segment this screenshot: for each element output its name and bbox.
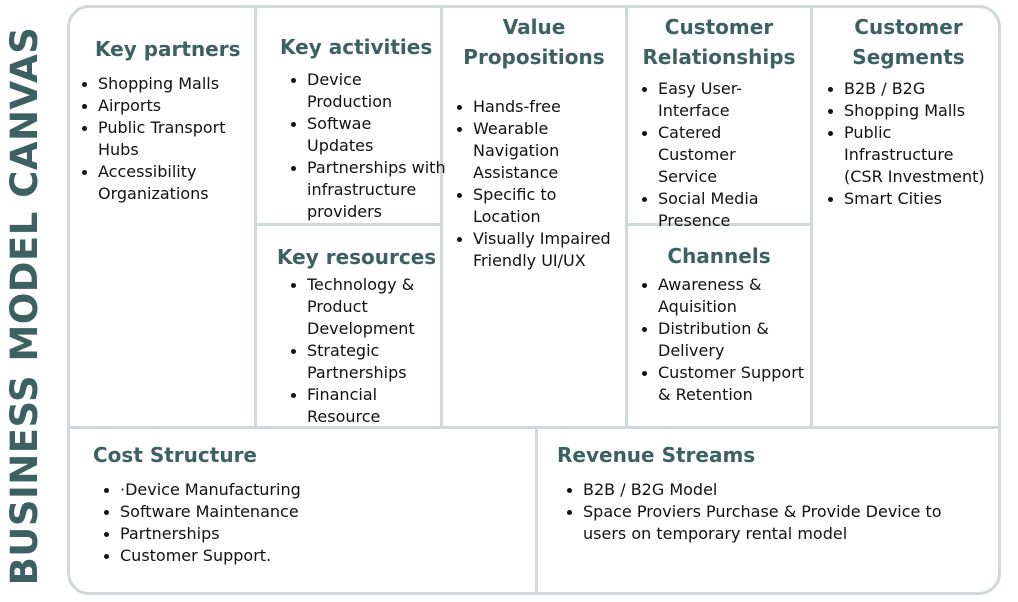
list-item: Partnerships [104,523,535,545]
list-item: B2B / B2G [828,78,998,100]
customer-relationships-list: Easy User-Interface Catered Customer Ser… [628,78,810,232]
divider-relationships-channels [625,223,813,226]
customer-relationships-block: Customer Relationships Easy User-Interfa… [628,8,810,230]
list-item: Financial Resource [291,384,440,428]
list-item: Catered Customer Service [642,122,798,188]
list-item: ·Device Manufacturing [104,479,535,501]
business-model-canvas: Key partners Shopping Malls Airports Pub… [67,5,1001,595]
list-item: Airports [82,95,254,117]
key-activities-list: Device Production Softwae Updates Partne… [277,69,446,223]
list-item: Shopping Malls [828,100,998,122]
key-resources-title: Key resources [277,245,437,269]
value-propositions-title-line2: Propositions [463,45,605,69]
list-item: Hands-free [457,96,625,118]
cost-structure-block: Cost Structure ·Device Manufacturing Sof… [70,429,535,592]
key-activities-block: Key activities Device Production Softwae… [257,8,446,223]
key-resources-list: Technology & Product Development Strateg… [277,274,440,428]
list-item: Wearable Navigation Assistance [457,118,583,184]
value-propositions-title-line1: Value [502,15,566,39]
list-item: Social Media Presence [642,188,768,232]
channels-title: Channels [667,244,771,268]
list-item: Easy User-Interface [642,78,758,122]
divider-cost-revenue [535,426,538,592]
customer-segments-block: Customer Segments B2B / B2G Shopping Mal… [813,8,998,426]
list-item: Space Proviers Purchase & Provide Device… [567,501,953,545]
list-item: Device Production [291,69,440,113]
customer-relationships-title-line1: Customer [664,15,774,39]
list-item: Shopping Malls [82,73,254,95]
divider-partners-activities [254,8,257,426]
revenue-streams-list: B2B / B2G Model Space Proviers Purchase … [557,479,998,545]
key-resources-block: Key resources Technology & Product Devel… [257,226,440,426]
list-item: Technology & Product Development [291,274,427,340]
customer-relationships-title-line2: Relationships [642,45,796,69]
list-item: Customer Support. [104,545,535,567]
key-partners-block: Key partners Shopping Malls Airports Pub… [70,8,254,426]
list-item: Software Maintenance [104,501,535,523]
list-item: Public Transport Hubs [82,117,238,161]
channels-block: Channels Awareness & Aquisition Distribu… [628,226,810,426]
list-item: Public Infrastructure (CSR Investment) [828,122,994,188]
key-partners-list: Shopping Malls Airports Public Transport… [70,73,254,205]
list-item: Visually Impaired Friendly UI/UX [457,228,623,272]
canvas-title: BUSINESS MODEL CANVAS [3,26,46,586]
divider-value-relationships [625,8,628,426]
list-item: Specific to Location [457,184,583,228]
cost-structure-list: ·Device Manufacturing Software Maintenan… [93,479,535,567]
divider-relationships-segments [810,8,813,426]
divider-activities-value [440,8,443,426]
value-propositions-block: Value Propositions Hands-free Wearable N… [443,8,625,426]
key-partners-title: Key partners [95,37,241,61]
divider-top-bottom [70,426,998,429]
list-item: B2B / B2G Model [567,479,998,501]
value-propositions-list: Hands-free Wearable Navigation Assistanc… [443,96,625,272]
key-activities-title: Key activities [280,35,433,59]
customer-segments-title-line1: Customer [854,15,963,39]
customer-segments-title-line2: Segments [852,45,965,69]
list-item: Distribution & Delivery [642,318,778,362]
cost-structure-title: Cost Structure [93,443,257,467]
list-item: Softwae Updates [291,113,440,157]
revenue-streams-title: Revenue Streams [557,443,756,467]
revenue-streams-block: Revenue Streams B2B / B2G Model Space Pr… [538,429,998,592]
list-item: Awareness & Aquisition [642,274,778,318]
list-item: Customer Support & Retention [642,362,808,406]
customer-segments-list: B2B / B2G Shopping Malls Public Infrastr… [813,78,998,210]
list-item: Strategic Partnerships [291,340,427,384]
channels-list: Awareness & Aquisition Distribution & De… [628,274,810,406]
list-item: Partnerships with infrastructure provide… [291,158,446,221]
divider-activities-resources [254,223,443,226]
list-item: Smart Cities [828,188,998,210]
list-item: Accessibility Organizations [82,161,238,205]
